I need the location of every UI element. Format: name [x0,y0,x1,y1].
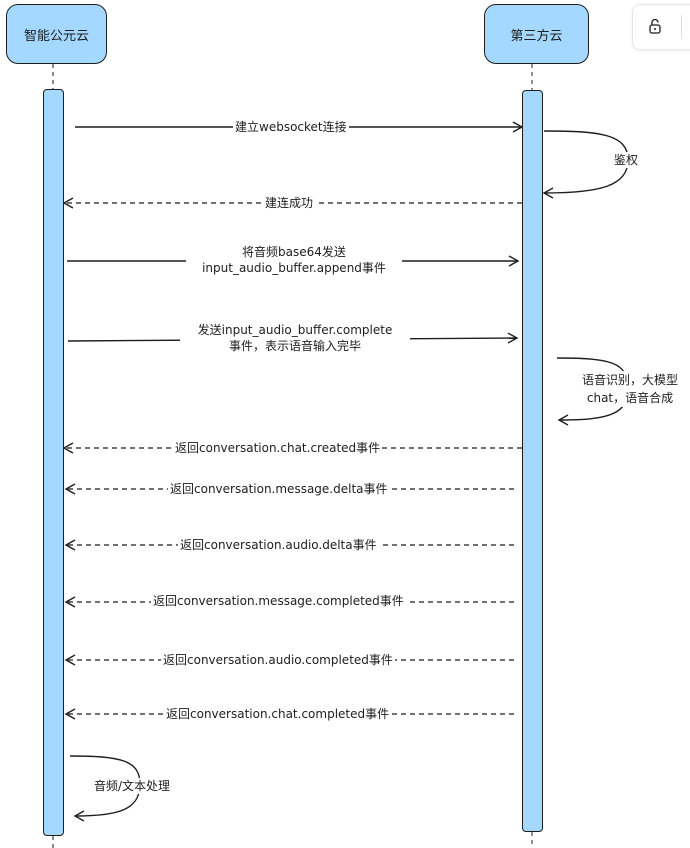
message-label-m9: 返回conversation.audio.completed事件 [161,652,395,668]
actor-label-right: 第三方云 [510,28,563,44]
message-label-m1: 建立websocket连接 [233,119,349,135]
message-label-m5: 返回conversation.chat.created事件 [173,440,383,456]
message-text: 建立websocket连接 [235,120,347,134]
message-text: 返回conversation.audio.delta事件 [180,538,377,552]
toolbar-divider [681,15,682,39]
note-local: 音频/文本处理 [92,778,173,794]
message-text: 返回conversation.message.delta事件 [170,482,388,496]
message-text: 返回conversation.message.completed事件 [153,594,404,608]
message-text: 返回conversation.audio.completed事件 [163,653,393,667]
actor-box-left: 智能公元云 [6,4,107,64]
message-text: 返回conversation.chat.completed事件 [166,707,390,721]
actor-label-left: 智能公元云 [23,28,89,44]
note-text: 音频/文本处理 [94,779,171,793]
message-label-m10: 返回conversation.chat.completed事件 [164,706,392,722]
message-text: 事件，表示语音输入完毕 [228,339,361,353]
message-label-m7: 返回conversation.audio.delta事件 [178,537,379,553]
message-text: 将音频base64发送 [242,245,346,259]
message-text: 建连成功 [265,196,314,210]
message-text: 返回conversation.chat.created事件 [175,441,381,455]
activation-bar-right [522,90,543,832]
note-text: chat，语音合成 [586,391,674,405]
message-text: 发送input_audio_buffer.complete [197,323,393,337]
note-process: 语音识别，大模型 chat，语音合成 [566,371,690,407]
lock-icon[interactable] [648,18,662,38]
message-label-m6: 返回conversation.message.delta事件 [168,481,390,497]
message-text: input_audio_buffer.append事件 [202,261,386,275]
message-label-m3: 将音频base64发送 input_audio_buffer.append事件 [186,244,402,276]
note-auth: 鉴权 [612,152,641,168]
note-text: 语音识别，大模型 [581,373,678,387]
activation-bar-left [43,89,64,836]
message-label-m2: 建连成功 [263,195,316,211]
canvas-toolbar [632,4,690,50]
message-label-m8: 返回conversation.message.completed事件 [151,593,406,609]
note-text: 鉴权 [614,153,639,167]
message-label-m4: 发送input_audio_buffer.complete 事件，表示语音输入完… [180,322,410,354]
actor-box-right: 第三方云 [484,4,589,64]
